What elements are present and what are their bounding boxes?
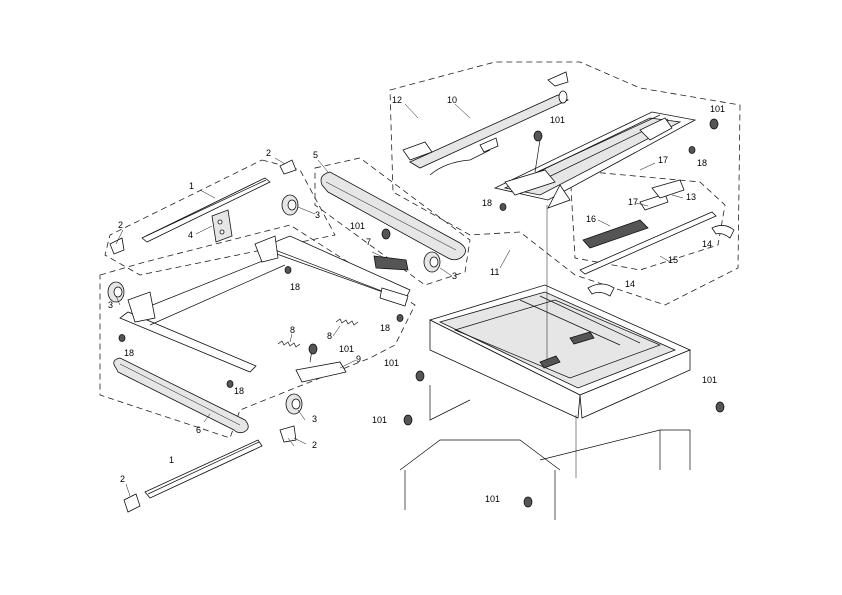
main-frame-tray: [428, 284, 692, 419]
callout-13: 13: [686, 192, 696, 202]
clip-2-lower: [279, 425, 297, 443]
callout-18: 18: [380, 323, 390, 333]
callout-18: 18: [124, 348, 134, 358]
callout-101: 101: [384, 358, 399, 368]
sub-assembly-16-17: [579, 179, 735, 297]
callout-101: 101: [339, 344, 354, 354]
callout-8: 8: [327, 331, 332, 341]
callout-1: 1: [189, 181, 194, 191]
callout-101: 101: [485, 494, 500, 504]
callout-101: 101: [372, 415, 387, 425]
bracket-4: [211, 209, 233, 243]
pulley-3-lower: [285, 393, 303, 415]
callout-9: 9: [356, 354, 361, 364]
callout-14: 14: [625, 279, 635, 289]
callout-15: 15: [668, 255, 678, 265]
callout-3: 3: [452, 271, 457, 281]
leader-lines: [115, 103, 684, 497]
callout-17: 17: [658, 155, 668, 165]
callout-3: 3: [312, 414, 317, 424]
group-outline-carriage: [99, 224, 416, 439]
belt-6: [113, 357, 249, 434]
callout-101: 101: [710, 104, 725, 114]
callout-8: 8: [290, 325, 295, 335]
clip-2-bottom: [123, 493, 141, 513]
group-outline-upper-right: [389, 61, 741, 306]
bracket-9: [295, 349, 347, 383]
callout-18: 18: [234, 386, 244, 396]
callout-101: 101: [702, 375, 717, 385]
lamp-rod-10: [402, 71, 569, 176]
callout-2: 2: [118, 220, 123, 230]
callout-2: 2: [266, 148, 271, 158]
callout-17: 17: [628, 197, 638, 207]
callout-3: 3: [315, 210, 320, 220]
pulley-3-left: [107, 281, 125, 303]
callout-labels: 12 10 101 101 18 17 18 13 17 16 14 15 14…: [108, 95, 725, 504]
group-outline-left-rail: [104, 159, 336, 276]
springs-8: [277, 318, 359, 348]
callout-16: 16: [586, 214, 596, 224]
callout-2: 2: [312, 440, 317, 450]
group-outline-belt: [314, 157, 471, 286]
group-outline-sub-assembly: [569, 169, 726, 271]
callout-18: 18: [697, 158, 707, 168]
base-frame: [399, 385, 691, 520]
callout-14: 14: [702, 239, 712, 249]
pulley-3-upper: [281, 194, 299, 216]
screws-101: [308, 118, 725, 508]
belt-5: [320, 171, 466, 261]
callout-18: 18: [482, 198, 492, 208]
pulley-3-belt: [423, 251, 441, 273]
callout-6: 6: [196, 425, 201, 435]
callout-5: 5: [313, 150, 318, 160]
callout-18: 18: [290, 282, 300, 292]
callout-10: 10: [447, 95, 457, 105]
rail-1-upper: [141, 177, 271, 243]
scanner-carriage-frame: [493, 111, 697, 209]
screws-18: [118, 146, 696, 388]
callout-101: 101: [350, 221, 365, 231]
callout-2: 2: [120, 474, 125, 484]
callout-101: 101: [550, 115, 565, 125]
callout-11: 11: [490, 267, 499, 277]
carriage-frame: [119, 235, 411, 373]
rail-1-lower: [144, 439, 263, 499]
callout-1: 1: [169, 455, 174, 465]
callout-12: 12: [392, 95, 402, 105]
callout-7: 7: [366, 237, 371, 247]
callout-3: 3: [108, 300, 113, 310]
clip-2-upper: [109, 159, 297, 255]
callout-4: 4: [188, 230, 193, 240]
